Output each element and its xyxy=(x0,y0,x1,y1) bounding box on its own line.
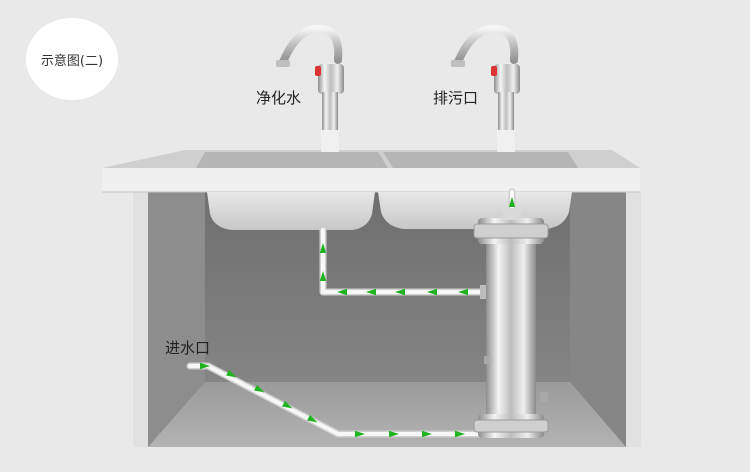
water-inlet-label: 进水口 xyxy=(165,339,211,357)
cabinet xyxy=(133,192,641,447)
purified-water-faucet xyxy=(276,24,344,152)
drain-faucet xyxy=(451,24,520,152)
diagram-badge: 示意图(二) xyxy=(26,18,118,100)
countertop xyxy=(102,150,640,193)
purified-water-label: 净化水 xyxy=(256,89,302,107)
drain-outlet-label: 排污口 xyxy=(433,89,479,107)
filter-unit xyxy=(473,208,549,438)
